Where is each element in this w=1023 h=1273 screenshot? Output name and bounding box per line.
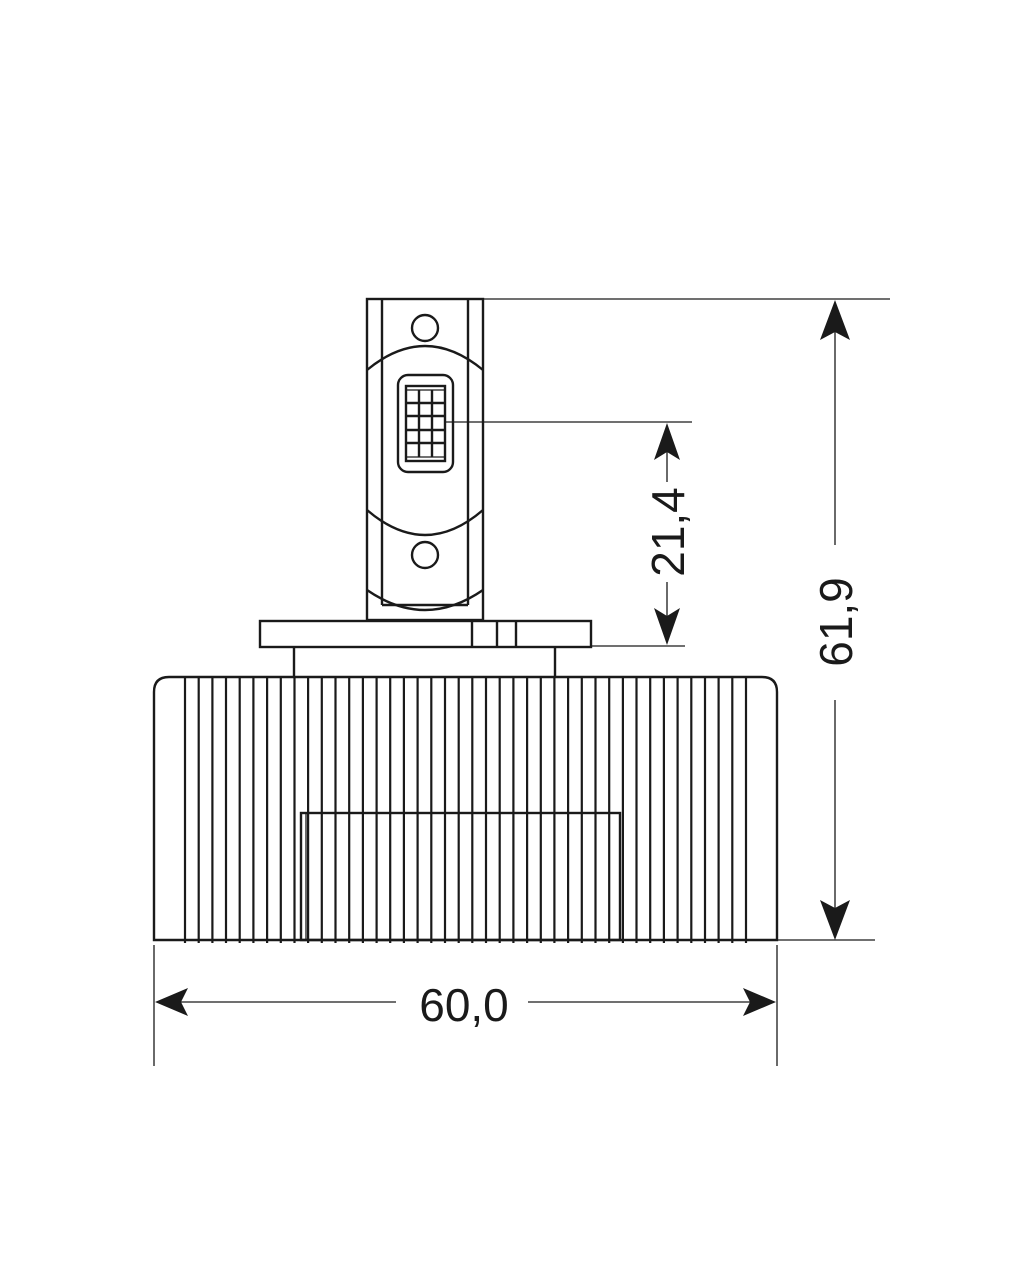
dimension-label-emitter-height: 21,4 (642, 487, 694, 577)
heat-sink-recess (299, 811, 622, 942)
dimension-emitter-height: 21,4 (642, 423, 694, 645)
heat-sink-fins (183, 677, 748, 943)
mounting-hole-top (410, 313, 440, 343)
arrow-up-icon (820, 300, 850, 340)
mounting-hole-bottom (410, 540, 440, 570)
heat-sink (152, 675, 779, 943)
dimension-total-height: 61,9 (810, 300, 862, 940)
arrow-left-icon (155, 988, 188, 1016)
arrow-down-icon (820, 900, 850, 940)
emitter-stem (365, 297, 485, 622)
dimension-label-width: 60,0 (419, 979, 509, 1031)
base-neck (292, 647, 557, 677)
arrow-up-icon (654, 423, 680, 460)
flange-plate (258, 619, 593, 649)
extension-lines (153, 298, 890, 1066)
arrow-right-icon (743, 988, 776, 1016)
arrow-down-icon (654, 608, 680, 645)
led-chip (396, 373, 455, 474)
dimension-label-total-height: 61,9 (810, 577, 862, 667)
dimension-width: 60,0 (155, 979, 776, 1031)
